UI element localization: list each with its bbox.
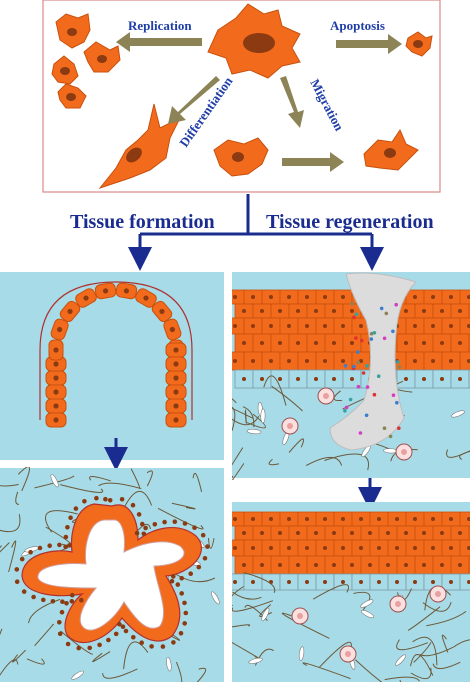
apoptosis-label: Apoptosis (330, 18, 385, 33)
formation-late-panel (0, 467, 224, 682)
replication-arrow-icon (116, 32, 202, 52)
top-arrows (116, 32, 402, 172)
wound-area (329, 272, 417, 451)
migration-arrow-icon (280, 76, 304, 128)
tissue-formation-header: Tissue formation (70, 211, 215, 233)
regeneration-healed-panel (232, 502, 470, 682)
connector-tree (128, 194, 384, 271)
top-cells (51, 3, 433, 190)
replication-label: Replication (128, 18, 192, 33)
migration-path-arrow-icon (282, 152, 344, 172)
tissue-regeneration-header: Tissue regeneration (266, 211, 434, 233)
regeneration-wound-panel (232, 272, 470, 480)
apoptosis-arrow-icon (336, 34, 402, 54)
formation-early-panel (0, 272, 224, 460)
differentiation-arrow-icon (168, 76, 220, 124)
